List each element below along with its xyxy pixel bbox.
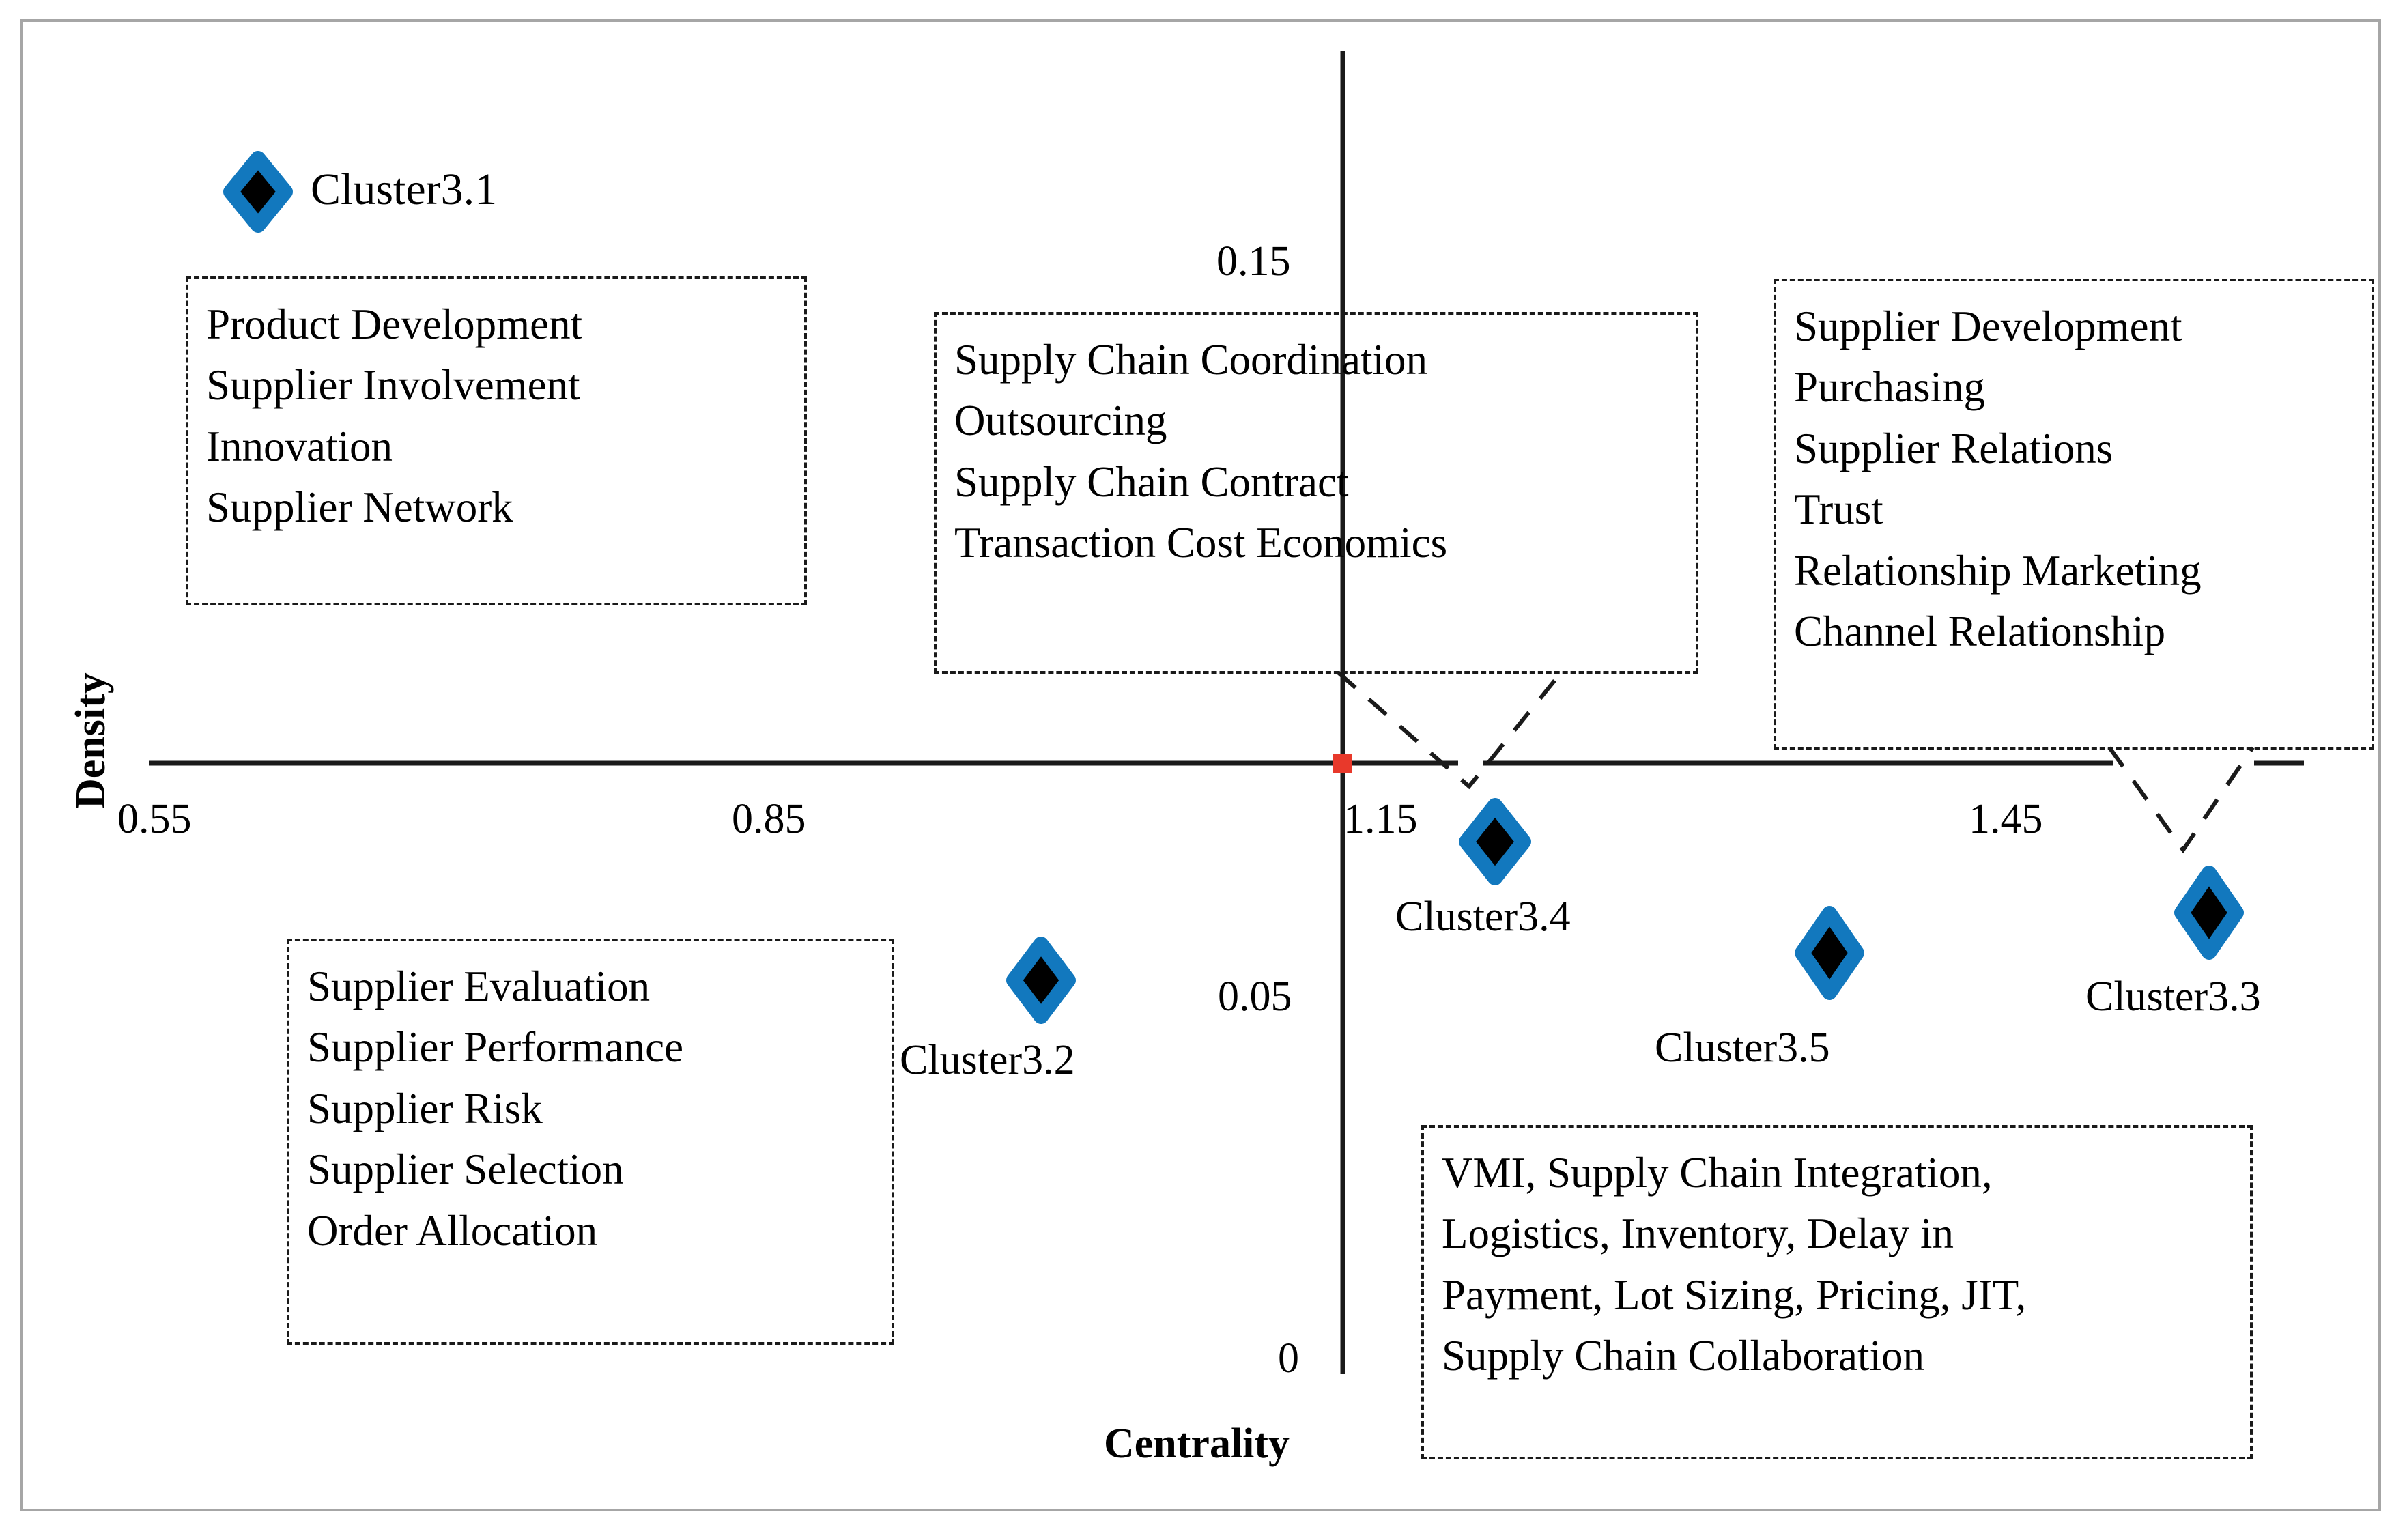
term: Supplier Involvement	[206, 361, 580, 410]
x-tick-0-85: 0.85	[732, 796, 806, 842]
term: VMI, Supply Chain Integration,	[1442, 1149, 1993, 1197]
term: Innovation	[206, 422, 393, 470]
term: Transaction Cost Economics	[954, 519, 1448, 567]
term: Supplier Selection	[307, 1145, 624, 1194]
term: Channel Relationship	[1794, 608, 2166, 656]
term: Purchasing	[1794, 363, 1985, 412]
y-tick-0: 0	[1278, 1335, 1299, 1382]
x-tick-1-15: 1.15	[1343, 796, 1418, 842]
term: Supplier Development	[1794, 302, 2182, 350]
term: Supply Chain Collaboration	[1442, 1332, 1924, 1380]
y-axis-title: Density	[68, 672, 114, 809]
theme-box-cluster31: Product Development Supplier Involvement…	[186, 276, 807, 605]
point-label-cluster35: Cluster3.5	[1655, 1025, 1830, 1071]
term: Logistics, Inventory, Delay in	[1442, 1210, 1954, 1258]
term: Supply Chain Contract	[954, 457, 1349, 506]
term: Supplier Evaluation	[307, 962, 651, 1010]
point-label-cluster32: Cluster3.2	[900, 1037, 1075, 1083]
term: Trust	[1794, 485, 1883, 534]
point-label-cluster34: Cluster3.4	[1395, 894, 1571, 940]
theme-box-cluster33: Supplier Development Purchasing Supplier…	[1774, 279, 2374, 750]
y-tick-0-05: 0.05	[1218, 973, 1292, 1020]
x-tick-0-55: 0.55	[117, 796, 192, 842]
term: Outsourcing	[954, 397, 1167, 445]
x-axis-title: Centrality	[1104, 1421, 1290, 1467]
term: Supplier Network	[206, 483, 513, 532]
term: Relationship Marketing	[1794, 546, 2202, 595]
term: Supplier Relations	[1794, 424, 2113, 472]
point-label-cluster33: Cluster3.3	[2085, 973, 2261, 1020]
theme-box-cluster34: Supply Chain Coordination Outsourcing Su…	[934, 312, 1698, 674]
theme-box-cluster35: VMI, Supply Chain Integration, Logistics…	[1421, 1125, 2253, 1459]
term: Supply Chain Coordination	[954, 336, 1427, 384]
term: Payment, Lot Sizing, Pricing, JIT,	[1442, 1270, 2027, 1319]
x-tick-1-45: 1.45	[1969, 796, 2043, 842]
y-tick-0-15: 0.15	[1216, 238, 1291, 285]
term: Order Allocation	[307, 1206, 598, 1255]
theme-box-cluster32: Supplier Evaluation Supplier Performance…	[287, 939, 894, 1345]
term: Supplier Performance	[307, 1023, 684, 1072]
legend-label: Cluster3.1	[311, 165, 498, 214]
term: Product Development	[206, 300, 583, 348]
term: Supplier Risk	[307, 1084, 543, 1132]
